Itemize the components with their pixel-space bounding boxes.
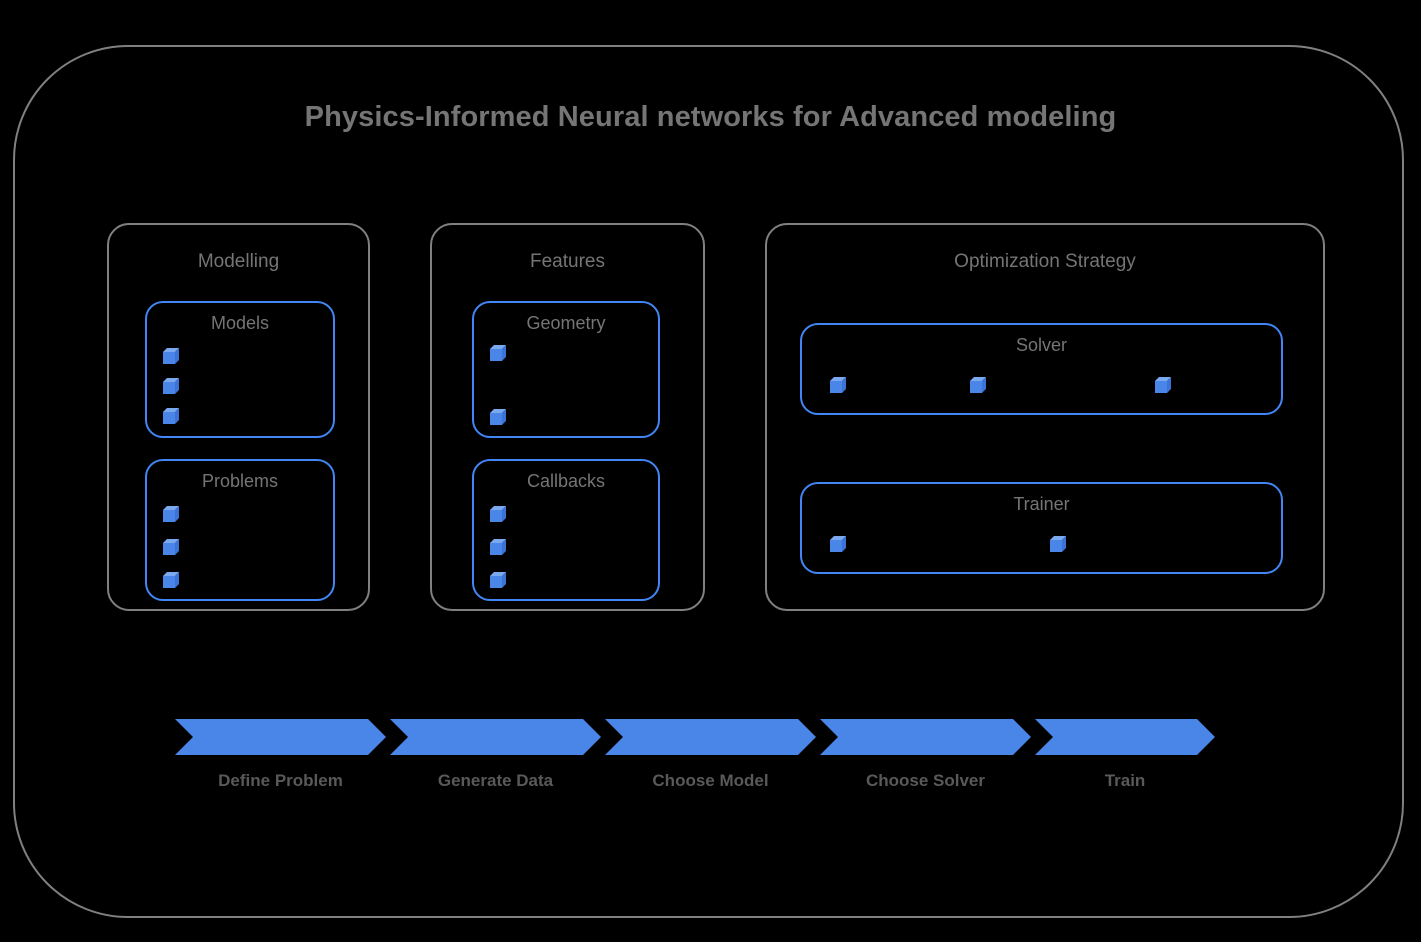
- blue-cube-bullet-icon: [490, 506, 506, 522]
- blue-cube-bullet-icon: [163, 348, 179, 364]
- subbox-title-trainer: Trainer: [1013, 494, 1070, 514]
- pipeline-label-choose-solver: Choose Solver: [865, 771, 986, 790]
- subbox-title-geometry: Geometry: [526, 313, 606, 333]
- subbox-solver[interactable]: Solver: [800, 323, 1283, 415]
- blue-cube-bullet-icon: [163, 408, 179, 424]
- blue-cube-bullet-icon: [1050, 536, 1066, 552]
- pipeline-label-choose-model: Choose Model: [652, 771, 769, 790]
- pipeline-step-define-problem[interactable]: [175, 719, 386, 755]
- pipeline-label-train: Train: [1104, 771, 1146, 790]
- workflow-pipeline: [175, 719, 1215, 755]
- pipeline-step-generate-data[interactable]: [390, 719, 601, 755]
- group-title-features: Features: [530, 251, 605, 272]
- blue-cube-bullet-icon: [163, 506, 179, 522]
- subbox-geometry[interactable]: Geometry: [472, 301, 660, 438]
- group-title-optimization-strategy: Optimization Strategy: [954, 251, 1136, 272]
- group-title-modelling: Modelling: [197, 251, 280, 272]
- subbox-trainer[interactable]: Trainer: [800, 482, 1283, 574]
- subbox-problems[interactable]: Problems: [145, 459, 335, 601]
- subbox-callbacks[interactable]: Callbacks: [472, 459, 660, 601]
- blue-cube-bullet-icon: [1155, 377, 1171, 393]
- pipeline-step-choose-solver[interactable]: [820, 719, 1031, 755]
- pipeline-label-generate-data: Generate Data: [437, 771, 554, 790]
- subbox-title-solver: Solver: [1015, 335, 1068, 355]
- subbox-models[interactable]: Models: [145, 301, 335, 438]
- blue-cube-bullet-icon: [490, 345, 506, 361]
- pipeline-step-choose-model[interactable]: [605, 719, 816, 755]
- blue-cube-bullet-icon: [490, 409, 506, 425]
- blue-cube-bullet-icon: [163, 539, 179, 555]
- subbox-title-callbacks: Callbacks: [526, 471, 606, 491]
- page-title: Physics-Informed Neural networks for Adv…: [304, 101, 1117, 133]
- blue-cube-bullet-icon: [830, 536, 846, 552]
- group-optimization-strategy: Optimization Strategy: [765, 223, 1325, 611]
- blue-cube-bullet-icon: [490, 572, 506, 588]
- pipeline-label-define-problem: Define Problem: [218, 771, 343, 790]
- blue-cube-bullet-icon: [490, 539, 506, 555]
- pipeline-step-train[interactable]: [1035, 719, 1215, 755]
- blue-cube-bullet-icon: [830, 377, 846, 393]
- blue-cube-bullet-icon: [970, 377, 986, 393]
- group-features: Features: [430, 223, 705, 611]
- group-modelling: Modelling: [107, 223, 370, 611]
- blue-cube-bullet-icon: [163, 572, 179, 588]
- subbox-title-problems: Problems: [201, 471, 279, 491]
- subbox-title-models: Models: [210, 313, 270, 333]
- blue-cube-bullet-icon: [163, 378, 179, 394]
- outer-frame: [13, 45, 1404, 918]
